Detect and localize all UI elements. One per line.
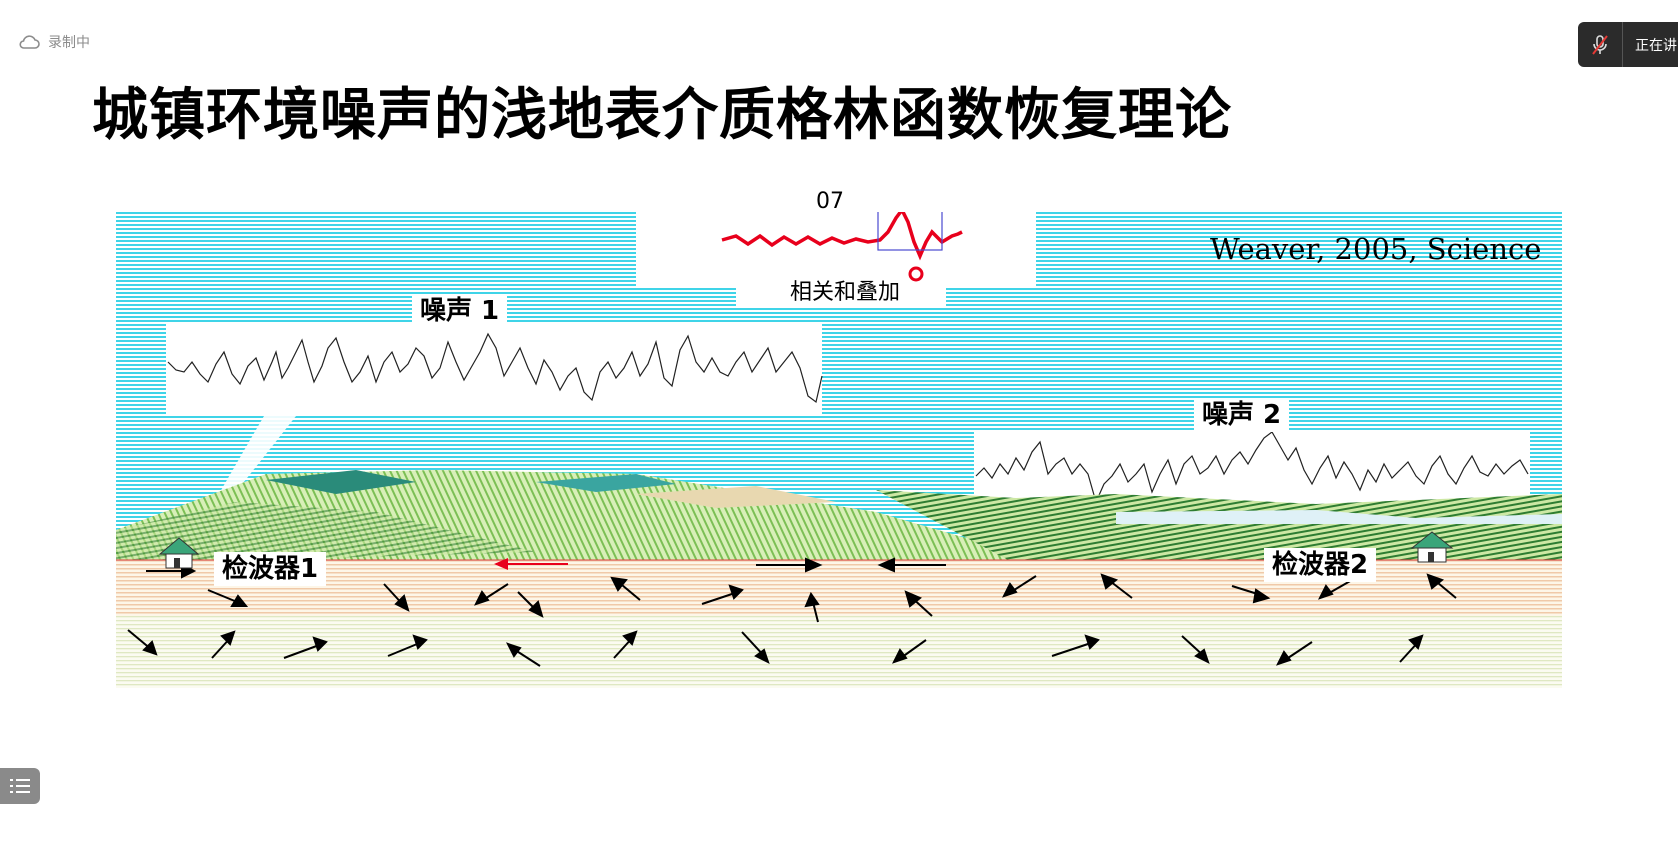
noise1-label: 噪声 1: [412, 294, 508, 328]
mic-muted-icon[interactable]: [1578, 22, 1623, 67]
cloud-icon: [19, 35, 40, 49]
speaker-label: 正在讲: [1635, 37, 1677, 54]
green-function-figure: 07 相关和叠加 Weaver, 2005, Science 噪声 1 噪声 2…: [116, 189, 1562, 688]
correlation-lag-number: 07: [816, 189, 844, 214]
house-icon-left: [158, 537, 200, 569]
noise2-label: 噪声 2: [1194, 398, 1290, 432]
list-icon[interactable]: [9, 777, 31, 795]
toc-button[interactable]: [0, 768, 40, 804]
speaker-indicator[interactable]: 正在讲: [1578, 22, 1678, 67]
citation: Weaver, 2005, Science: [1210, 232, 1542, 266]
correlation-trace: [721, 212, 963, 261]
recording-indicator: 录制中: [18, 32, 90, 52]
noise-source-arrows: [127, 573, 1457, 667]
noise1-box: [166, 324, 822, 416]
correlation-label: 相关和叠加: [784, 272, 907, 308]
noise2-trace: [975, 431, 1529, 504]
receiver1-label: 检波器1: [214, 552, 327, 586]
correlation-selection-box: [877, 212, 943, 251]
subsurface-layer: [116, 616, 1562, 688]
slide-title: 城镇环境噪声的浅地表介质格林函数恢复理论: [92, 83, 1232, 148]
farm-field-right: [876, 490, 1562, 564]
recording-label: 录制中: [48, 35, 90, 51]
house-icon-right: [1410, 531, 1454, 563]
receiver2-label: 检波器2: [1264, 548, 1377, 582]
pointer-marker: [908, 266, 924, 282]
noise1-trace: [167, 332, 823, 404]
